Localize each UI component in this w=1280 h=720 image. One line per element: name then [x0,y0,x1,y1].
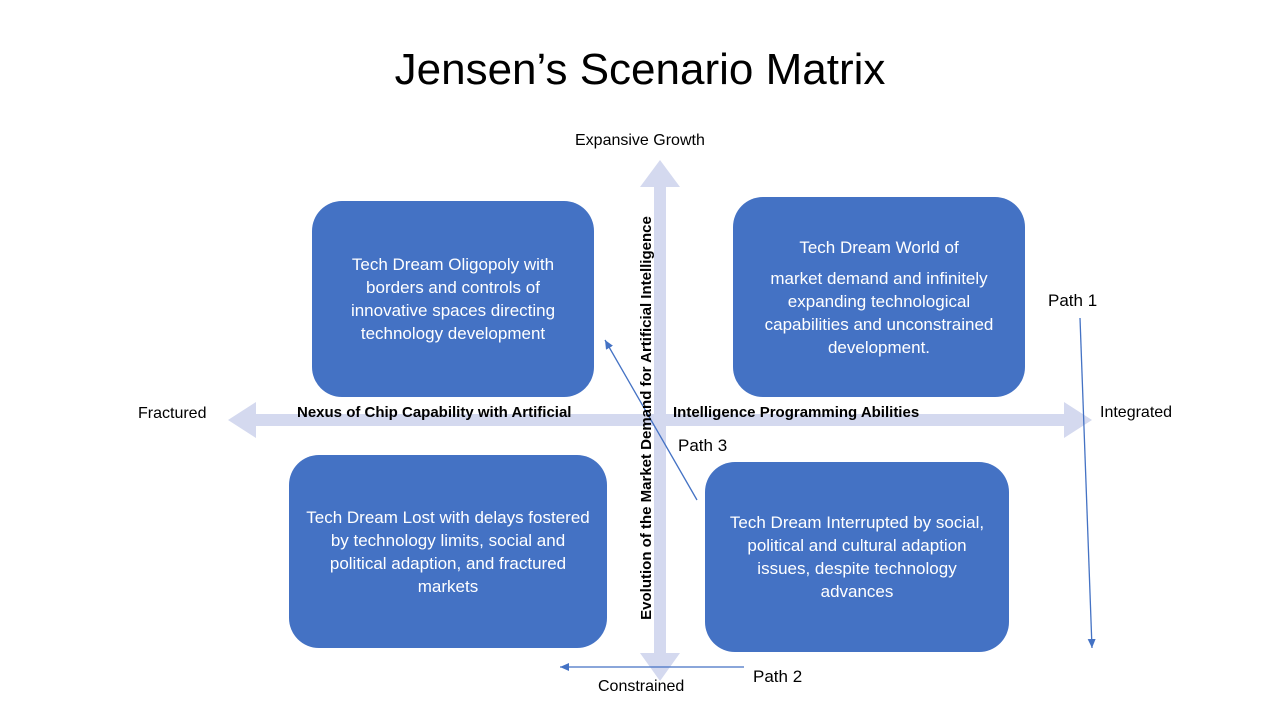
horizontal-axis-left-text: Nexus of Chip Capability with Artificial [297,404,572,421]
axis-bottom-label: Constrained [598,678,685,695]
quadrant-top-left-text: Tech Dream Oligopoly with borders and co… [350,255,556,343]
quadrant-bottom-right-text: Tech Dream Interrupted by social, politi… [729,513,985,601]
path-3-label: Path 3 [678,436,728,455]
vertical-axis-text: Evolution of the Market Demand for Artif… [638,216,655,620]
path-3-arrow [604,339,698,501]
quadrant-bottom-right-box: Tech Dream Interrupted by social, politi… [705,462,1009,652]
page-title: Jensen’s Scenario Matrix [394,45,886,94]
quadrant-top-left-box: Tech Dream Oligopoly with borders and co… [312,201,594,397]
path-1-label: Path 1 [1048,291,1098,310]
quadrant-top-right-line2: market demand and infinitely expanding t… [764,268,994,357]
quadrant-top-right-box: Tech Dream World of market demand and in… [733,197,1025,397]
vertical-axis-arrow [640,160,680,681]
axis-right-label: Integrated [1100,404,1173,421]
quadrant-top-right-line1: Tech Dream World of [799,237,959,257]
path-2-label: Path 2 [753,667,803,686]
axis-left-label: Fractured [138,405,207,422]
path-1-arrow [1079,317,1096,649]
horizontal-axis-right-text: Intelligence Programming Abilities [673,404,920,421]
quadrant-bottom-left-box: Tech Dream Lost with delays fostered by … [289,455,607,648]
quadrant-bottom-left-text: Tech Dream Lost with delays fostered by … [306,507,590,596]
axis-top-label: Expansive Growth [575,132,705,149]
